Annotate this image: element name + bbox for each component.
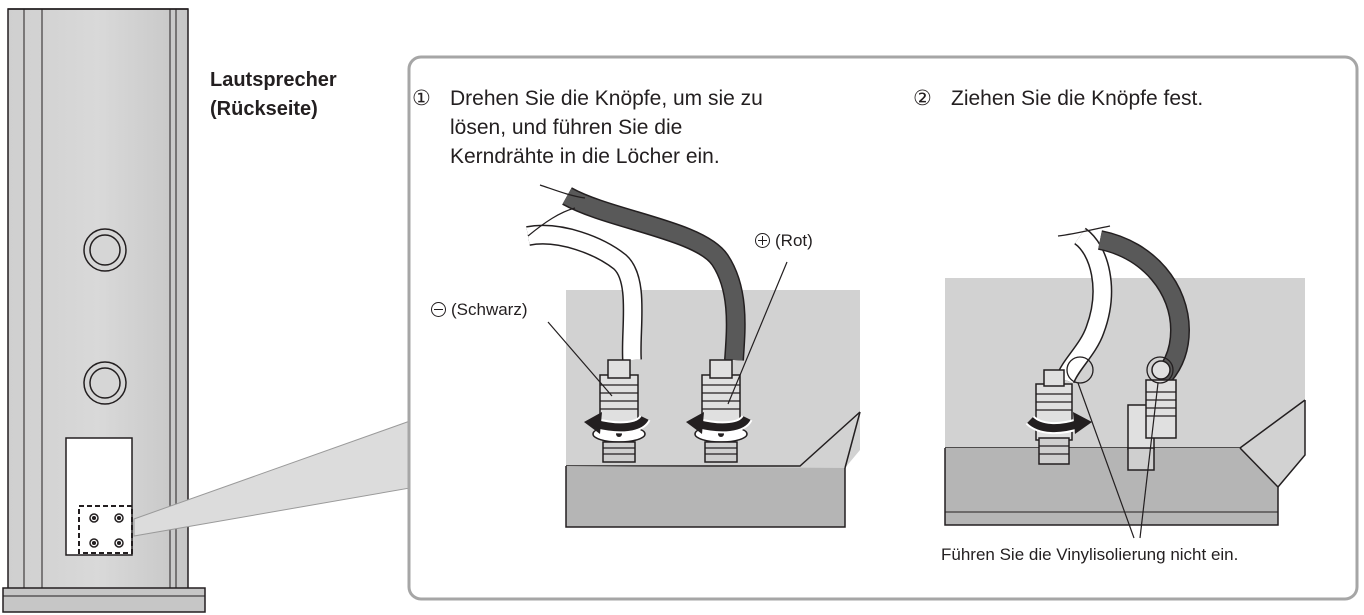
terminal-negative-loosen [584,359,651,463]
terminal-highlight-box [78,505,133,554]
step1-line-2: lösen, und führen Sie die [450,116,683,139]
terminal-plate [65,437,133,556]
terminal-positive-loosen [686,359,753,463]
leader-note-left [1077,382,1135,539]
insulation-callout-right [1146,356,1174,384]
step2-number: ② [913,87,932,110]
plus-circle-icon [755,233,770,248]
speaker-rear-label: Lautsprecher (Rückseite) [210,69,337,120]
terminal-positive-label: (Rot) [755,231,813,251]
bass-port-top [83,228,127,272]
step2-illustration [944,225,1306,539]
insulation-note: Führen Sie die Vinylisolierung nicht ein… [941,545,1239,564]
terminal-negative-label: (Schwarz) [431,300,528,320]
minus-circle-icon [431,302,446,317]
terminal-screws-small [89,513,124,548]
leader-note-right [1139,382,1159,539]
step2-text: Ziehen Sie die Knöpfe fest. [951,87,1204,110]
step1-number: ① [412,87,431,110]
step2-instruction: ② Ziehen Sie die Knöpfe fest. [913,84,1203,113]
terminal-negative-tighten [1025,369,1092,465]
leader-negative [547,321,613,397]
bass-port-bottom [83,361,127,405]
speaker-rear-view [2,8,206,613]
insulation-callout-left [1066,356,1094,384]
step1-line-3: Kerndrähte in die Löcher ein. [450,145,720,168]
leader-positive [727,261,788,405]
step1-illustration [526,184,861,528]
terminal-positive-tighten [1127,360,1177,471]
